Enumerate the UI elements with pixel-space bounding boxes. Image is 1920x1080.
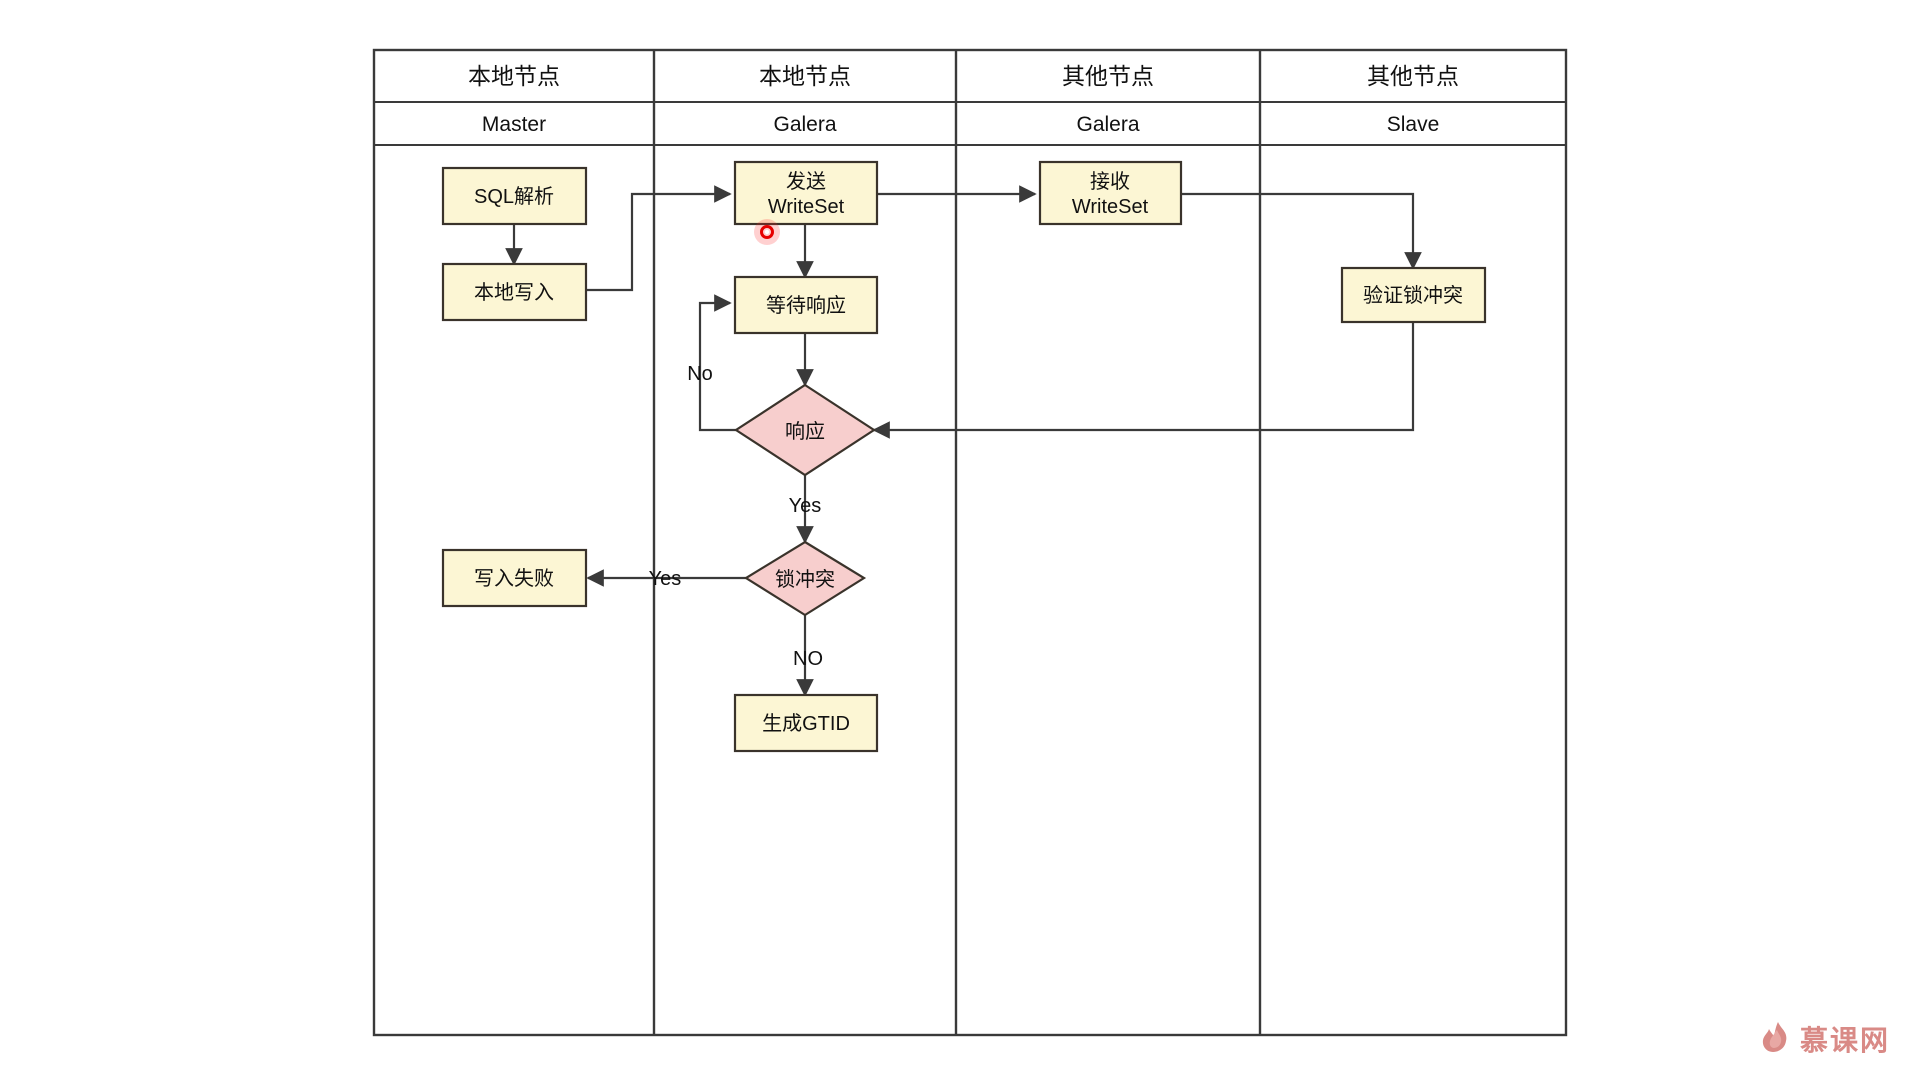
lane-sub-3: Galera: [1076, 113, 1139, 136]
node-wait-response[interactable]: 等待响应: [733, 275, 879, 335]
node-write-failed-label: 写入失败: [474, 567, 554, 590]
node-local-write-label: 本地写入: [474, 281, 554, 304]
lane-header-3: 其他节点: [1062, 63, 1154, 89]
lane-header-4: 其他节点: [1367, 63, 1459, 89]
node-verify-lock-conflict-label: 验证锁冲突: [1363, 284, 1463, 307]
edge-recv-to-verify: [1181, 192, 1422, 270]
node-response-decision[interactable]: 响应: [733, 383, 877, 477]
node-local-write[interactable]: 本地写入: [441, 262, 588, 322]
edge-label-resp-yes: Yes: [789, 495, 822, 517]
flow-connectors: [505, 185, 1422, 697]
click-indicator: [754, 219, 780, 245]
node-response-decision-label: 响应: [785, 420, 825, 443]
lane-header-1: 本地节点: [468, 63, 560, 89]
node-lock-conflict-decision-label: 锁冲突: [775, 568, 835, 591]
watermark: 慕课网: [1762, 1022, 1890, 1056]
node-receive-writeset-label-line1: 接收: [1090, 170, 1130, 193]
node-generate-gtid[interactable]: 生成GTID: [733, 693, 879, 753]
edge-label-resp-no: No: [687, 363, 713, 385]
lane-sub-2: Galera: [773, 113, 836, 136]
node-write-failed[interactable]: 写入失败: [441, 548, 588, 608]
edge-resp-no-loop: [698, 294, 736, 432]
lane-sub-1: Master: [482, 113, 546, 136]
swimlane-frame: [372, 48, 1568, 1037]
node-sql-parse-label: SQL解析: [474, 185, 554, 208]
node-lock-conflict-decision[interactable]: 锁冲突: [743, 540, 867, 617]
node-send-writeset-label-line2: WriteSet: [768, 196, 845, 218]
lane-header-2: 本地节点: [759, 63, 851, 89]
node-receive-writeset[interactable]: 接收 WriteSet: [1038, 160, 1183, 226]
lane-headers: 本地节点 本地节点 其他节点 其他节点 Master Galera Galera…: [468, 63, 1459, 136]
node-verify-lock-conflict[interactable]: 验证锁冲突: [1340, 266, 1487, 324]
edge-verify-to-resp: [872, 322, 1415, 439]
edge-label-lock-no: NO: [793, 648, 823, 670]
node-send-writeset[interactable]: 发送 WriteSet: [733, 160, 879, 226]
watermark-text: 慕课网: [1800, 1025, 1890, 1056]
node-generate-gtid-label: 生成GTID: [762, 712, 850, 735]
node-send-writeset-label-line1: 发送: [786, 170, 826, 193]
edge-localwrite-to-send: [586, 185, 732, 292]
node-receive-writeset-label-line2: WriteSet: [1072, 196, 1149, 218]
lane-sub-4: Slave: [1387, 113, 1440, 136]
node-wait-response-label: 等待响应: [766, 294, 846, 317]
node-sql-parse[interactable]: SQL解析: [441, 166, 588, 226]
edge-label-lock-yes: Yes: [649, 568, 682, 590]
flame-icon: [1762, 1022, 1787, 1052]
edge-labels: No Yes Yes NO: [649, 363, 823, 670]
